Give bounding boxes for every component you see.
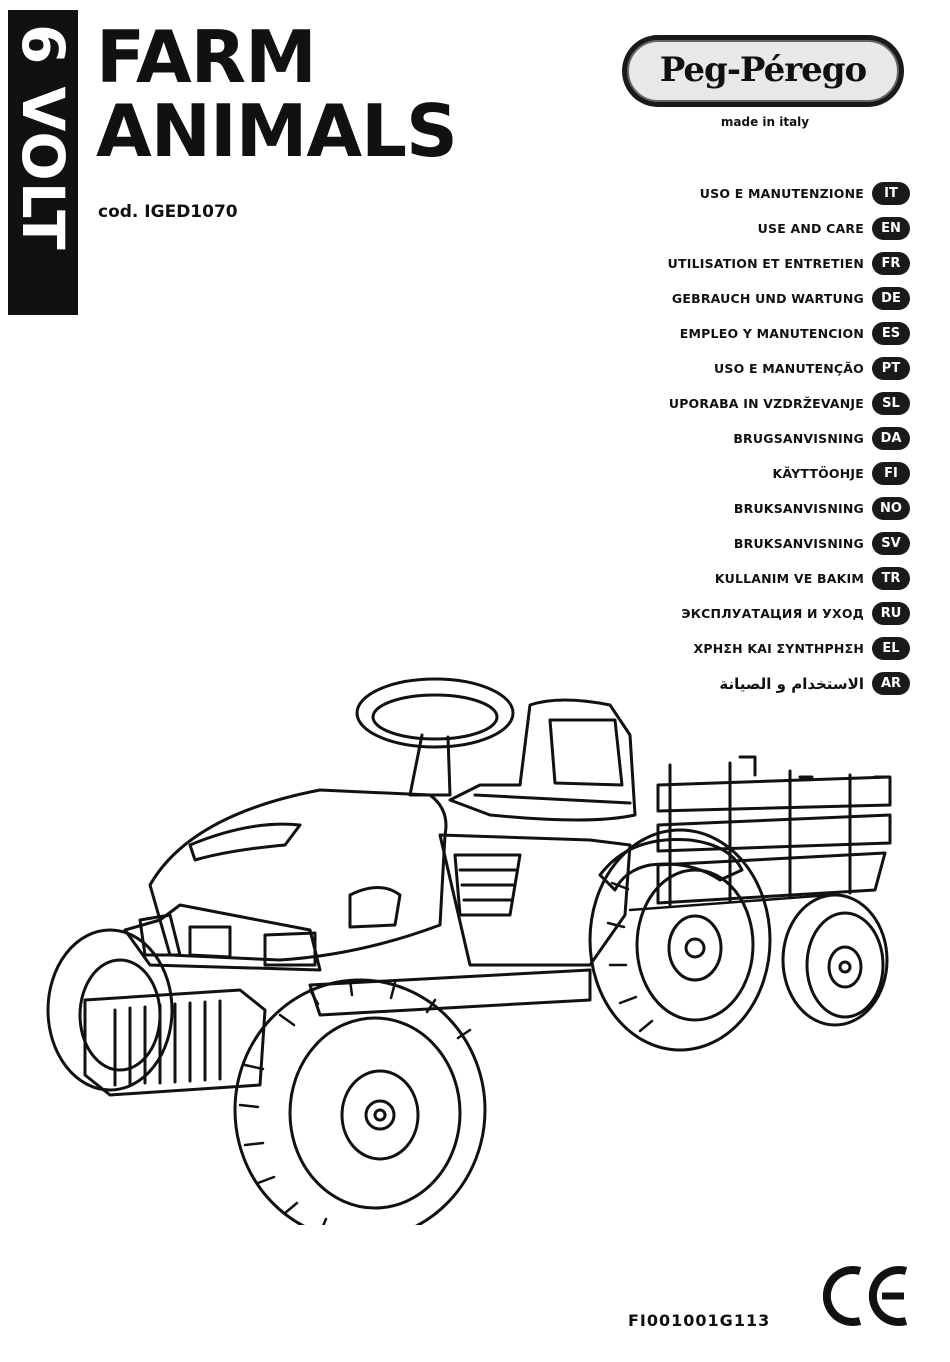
lang-item-fi: KÄYTTÖOHJE FI <box>668 456 910 491</box>
lang-item-it: USO E MANUTENZIONE IT <box>668 176 910 211</box>
lang-badge: FI <box>872 462 910 485</box>
lang-item-ar: الاستخدام و الصيانة AR <box>668 666 910 701</box>
lang-item-es: EMPLEO Y MANUTENCION ES <box>668 316 910 351</box>
lang-label: UPORABA IN VZDRŽEVANJE <box>668 396 864 411</box>
lang-item-pt: USO E MANUTENÇÃO PT <box>668 351 910 386</box>
lang-badge: RU <box>872 602 910 625</box>
product-code: cod. IGED1070 <box>98 202 238 222</box>
lang-label: BRUKSANVISNING <box>733 536 864 551</box>
lang-item-de: GEBRAUCH UND WARTUNG DE <box>668 281 910 316</box>
lang-badge: NO <box>872 497 910 520</box>
lang-item-tr: KULLANIM VE BAKIM TR <box>668 561 910 596</box>
tractor-body-drawing <box>83 677 744 1097</box>
language-list: USO E MANUTENZIONE IT USE AND CARE EN UTIL… <box>668 176 910 701</box>
lang-label: USE AND CARE <box>757 221 864 236</box>
lang-badge: DA <box>872 427 910 450</box>
lang-label: GEBRAUCH UND WARTUNG <box>671 291 864 306</box>
lang-label: الاستخدام و الصيانة <box>719 674 864 693</box>
lang-item-el: ΧΡΗΣΗ ΚΑΙ ΣΥΝΤΗΡΗΣΗ EL <box>668 631 910 666</box>
lang-label: KÄYTTÖOHJE <box>772 466 864 481</box>
rear-wheel-drawing <box>588 828 772 1052</box>
lang-label: KULLANIM VE BAKIM <box>714 571 864 586</box>
lang-badge: AR <box>872 672 910 695</box>
ce-mark-icon <box>822 1266 908 1326</box>
lang-badge: TR <box>872 567 910 590</box>
product-title: FARM ANIMALS <box>96 15 458 173</box>
lang-label: ΧΡΗΣΗ ΚΑΙ ΣΥΝΤΗΡΗΣΗ <box>693 641 864 656</box>
front-wheel-drawing <box>233 978 487 1225</box>
lang-item-da: BRUGSANVISNING DA <box>668 421 910 456</box>
title-line-1: FARM <box>96 15 317 99</box>
lang-label: BRUGSANVISNING <box>733 431 864 446</box>
document-code: FI001001G113 <box>628 1311 771 1330</box>
lang-label: USO E MANUTENZIONE <box>699 186 864 201</box>
lang-label: USO E MANUTENÇÃO <box>714 361 864 376</box>
lang-label: BRUKSANVISNING <box>733 501 864 516</box>
lang-badge: SL <box>872 392 910 415</box>
lang-label: ЭКСПЛУАТАЦИЯ И УХОД <box>681 606 864 621</box>
brand-tagline: made in italy <box>720 115 810 129</box>
lang-item-sv: BRUKSANVISNING SV <box>668 526 910 561</box>
trailer-wheel-drawing <box>781 893 889 1027</box>
lang-badge: EL <box>872 637 910 660</box>
lang-badge: IT <box>872 182 910 205</box>
brand-logo: Peg-Pérego <box>622 35 904 107</box>
title-line-2: ANIMALS <box>96 89 458 173</box>
lang-label: EMPLEO Y MANUTENCION <box>679 326 864 341</box>
left-front-wheel-drawing <box>46 928 174 1092</box>
lang-label: UTILISATION ET ENTRETIEN <box>667 256 864 271</box>
brand-name: Peg-Pérego <box>627 40 899 102</box>
lang-item-fr: UTILISATION ET ENTRETIEN FR <box>668 246 910 281</box>
lang-badge: ES <box>872 322 910 345</box>
lang-item-sl: UPORABA IN VZDRŽEVANJE SL <box>668 386 910 421</box>
lang-badge: SV <box>872 532 910 555</box>
lang-item-ru: ЭКСПЛУАТАЦИЯ И УХОД RU <box>668 596 910 631</box>
lang-badge: PT <box>872 357 910 380</box>
lang-badge: DE <box>872 287 910 310</box>
trailer-drawing <box>628 755 892 912</box>
lang-item-en: USE AND CARE EN <box>668 211 910 246</box>
lang-badge: EN <box>872 217 910 240</box>
tractor-illustration <box>46 677 892 1225</box>
volt-band: 6 VOLT <box>8 10 78 315</box>
volt-label: 6 VOLT <box>9 24 77 251</box>
lang-badge: FR <box>872 252 910 275</box>
lang-item-no: BRUKSANVISNING NO <box>668 491 910 526</box>
